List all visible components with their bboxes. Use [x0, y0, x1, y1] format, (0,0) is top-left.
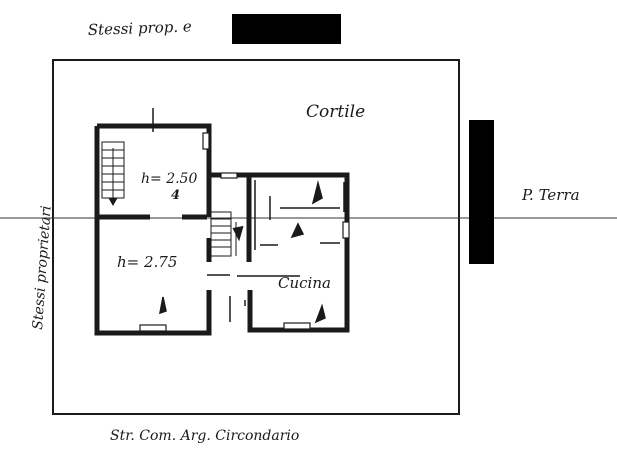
interior-lines	[152, 108, 345, 322]
lower-room-height: h= 2.75	[117, 253, 177, 271]
top-redaction-block	[232, 14, 341, 44]
staircase-central	[210, 211, 244, 257]
kitchen-label: Cucina	[278, 274, 331, 292]
staircase-upper	[101, 141, 125, 207]
courtyard-label: Cortile	[306, 102, 365, 122]
upper-room-mark: 4	[171, 188, 180, 203]
window-marks	[139, 132, 350, 332]
lot-boundary	[52, 59, 460, 415]
top-owner-note: Stessi prop. e	[88, 17, 193, 39]
right-redaction-bar	[469, 120, 494, 264]
upper-room-height: h= 2.50	[141, 171, 197, 187]
scribble-marks	[159, 180, 326, 324]
street-note: Str. Com. Arg. Circondario	[110, 428, 299, 444]
building-walls	[94, 123, 350, 336]
floor-label: P. Terra	[521, 186, 580, 204]
left-owner-note: Stessi proprietari	[30, 205, 55, 330]
